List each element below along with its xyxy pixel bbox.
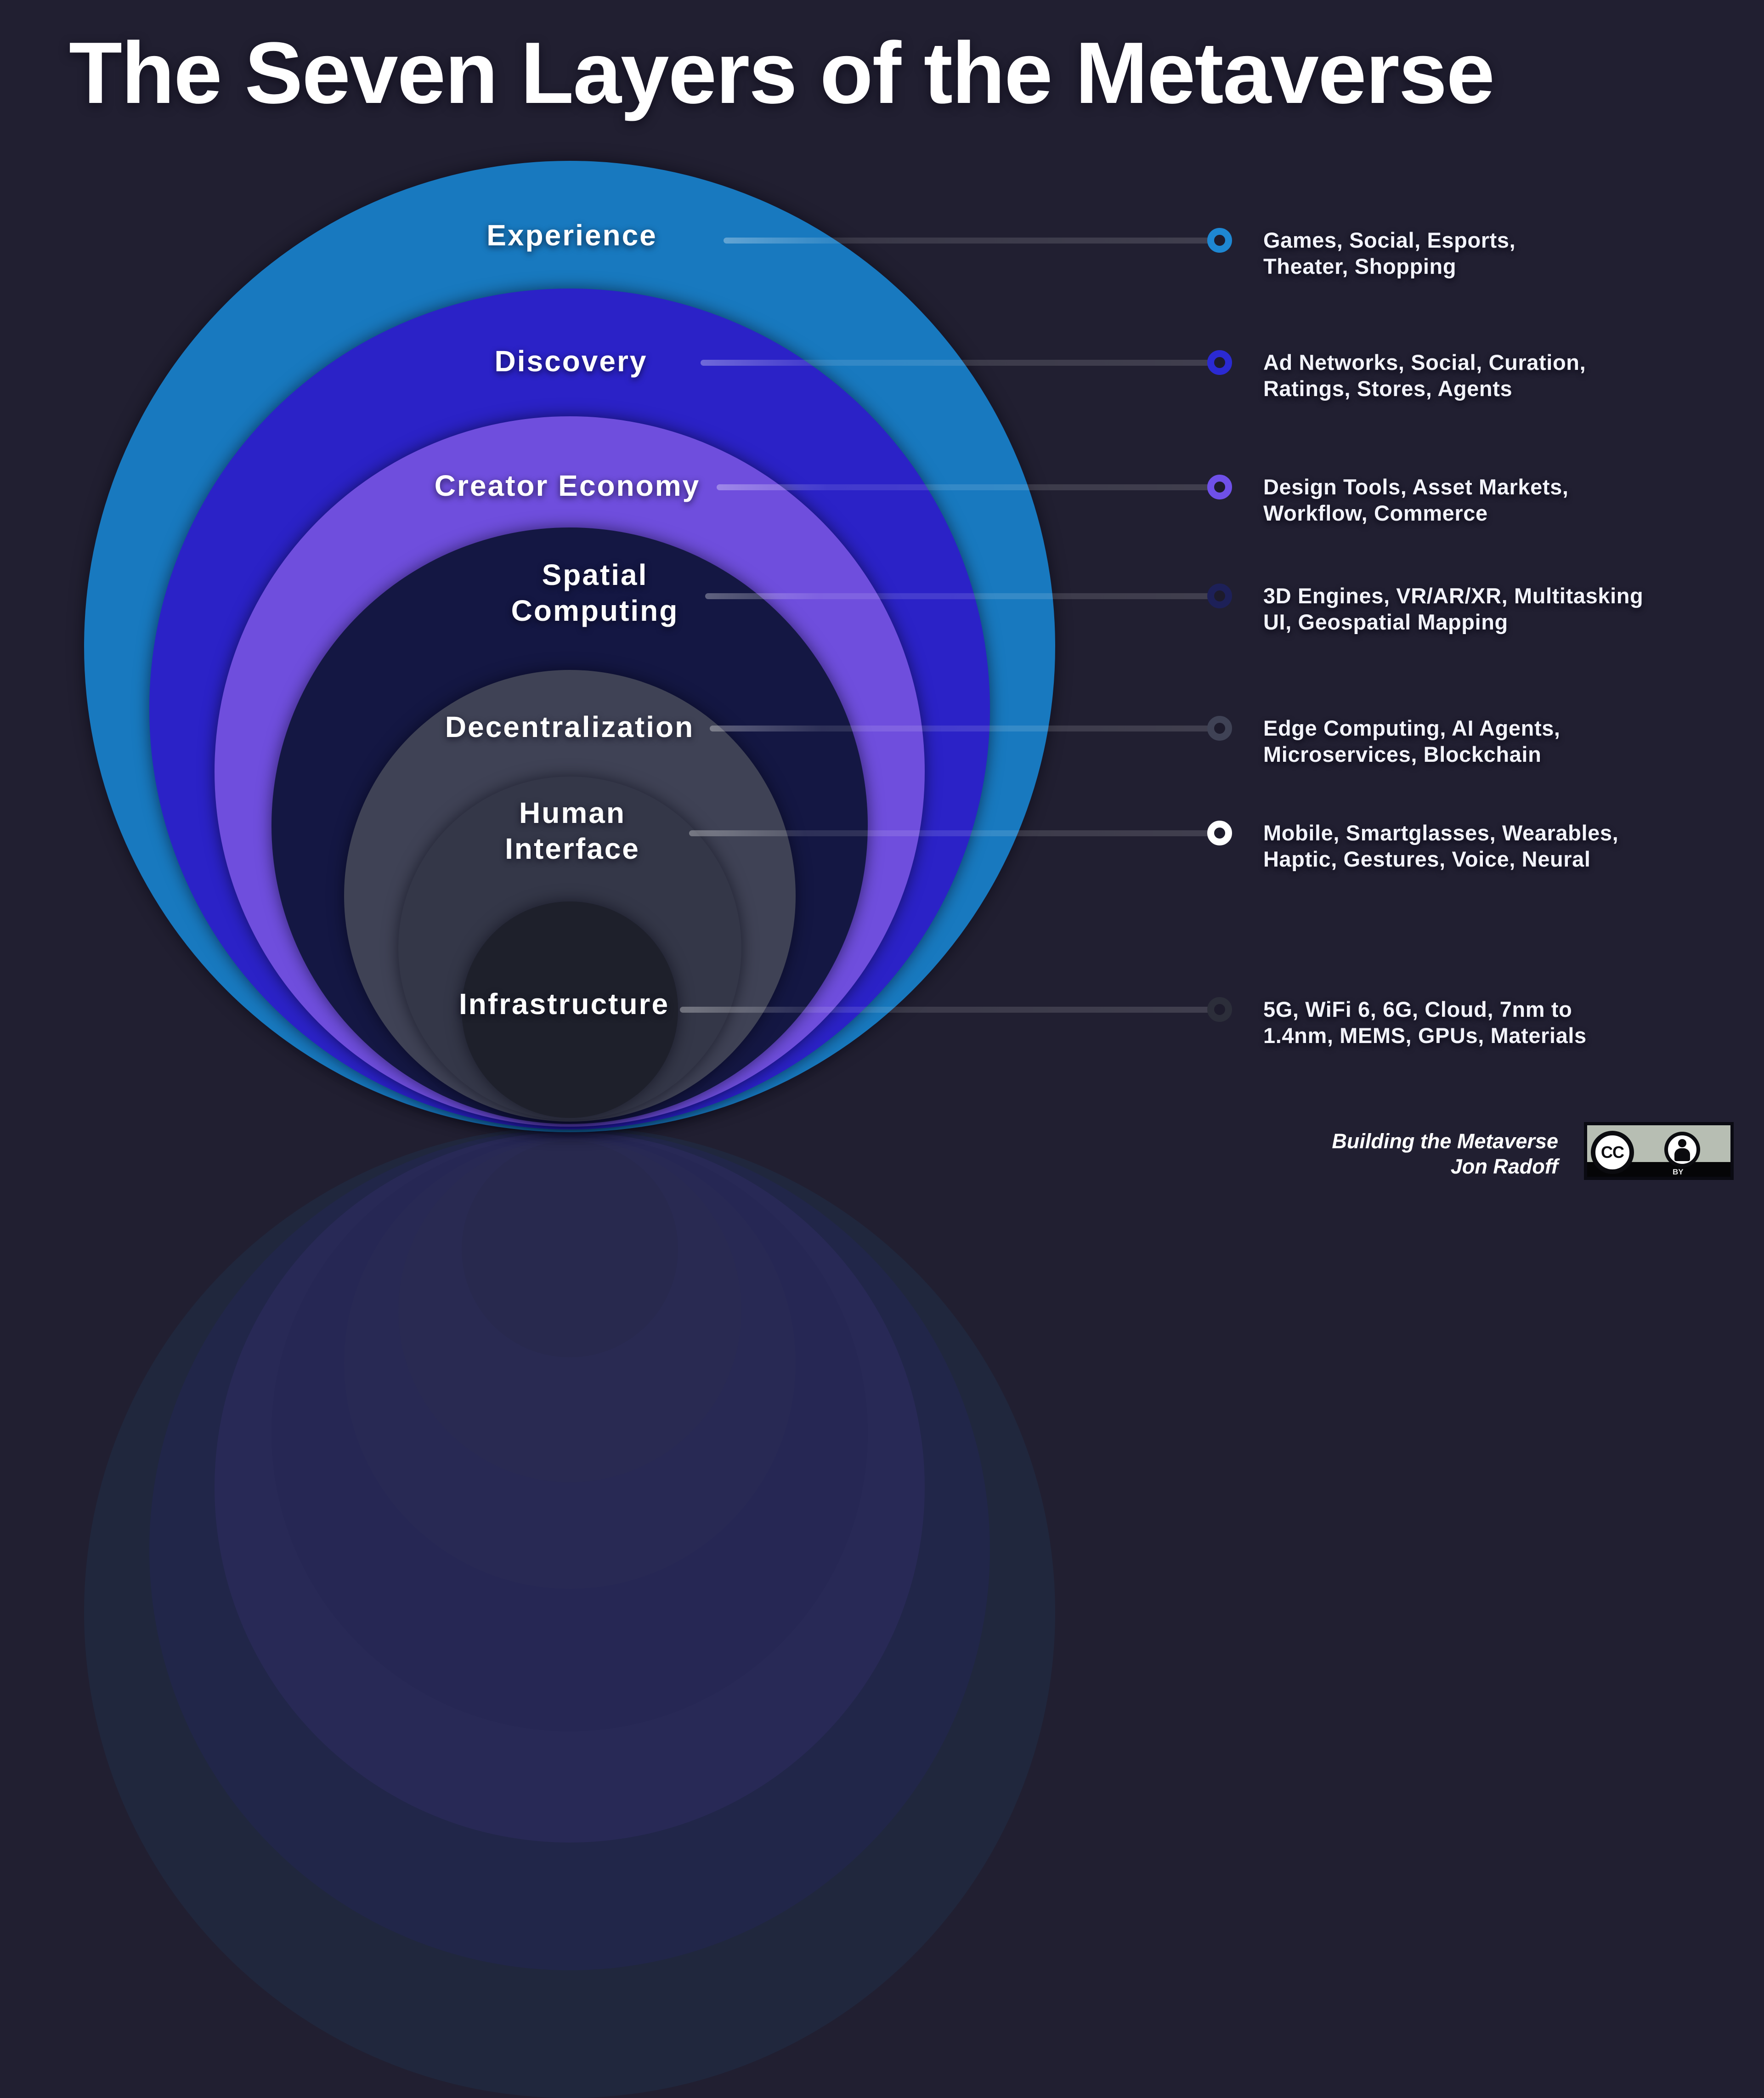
person-icon <box>1664 1132 1700 1168</box>
layer-label: Creator Economy <box>434 469 701 502</box>
credit-line-2: Jon Radoff <box>1450 1155 1558 1178</box>
attribution-label: BY <box>1673 1168 1684 1176</box>
cc-icon: CC <box>1591 1131 1634 1174</box>
credit-text: Building the Metaverse Jon Radoff <box>1332 1128 1558 1179</box>
leader-line <box>705 593 1220 599</box>
ring-marker <box>1207 350 1232 375</box>
layer-description: Edge Computing, AI Agents, Microservices… <box>1263 716 1560 766</box>
leader-line <box>701 360 1220 366</box>
infographic-canvas: The Seven Layers of the Metaverse Experi… <box>69 24 1734 2098</box>
leader-line <box>724 238 1220 244</box>
leader-line <box>689 830 1220 836</box>
layer-description: 5G, WiFi 6, 6G, Cloud, 7nm to 1.4nm, MEM… <box>1263 997 1587 1048</box>
leader-line <box>680 1007 1220 1013</box>
layer-description: Design Tools, Asset Markets, Workflow, C… <box>1263 475 1569 525</box>
ring-marker <box>1207 821 1232 845</box>
layer-label: Infrastructure <box>458 987 670 1021</box>
ring-marker <box>1207 716 1232 741</box>
layer-label: Decentralization <box>445 710 695 743</box>
layer-circle-reflection <box>461 1141 678 1357</box>
ring-marker <box>1207 997 1232 1022</box>
layer-circle-infrastructure <box>461 902 678 1118</box>
layer-label: Spatial Computing <box>511 558 679 627</box>
person-icon-head <box>1678 1139 1686 1147</box>
ring-marker <box>1207 584 1232 608</box>
leader-line <box>717 484 1220 490</box>
page-title: The Seven Layers of the Metaverse <box>69 24 1495 122</box>
ring-marker <box>1207 475 1232 499</box>
person-icon-body <box>1674 1148 1690 1161</box>
leader-line <box>710 726 1220 731</box>
layer-description: Mobile, Smartglasses, Wearables, Haptic,… <box>1263 821 1619 871</box>
layer-description: Games, Social, Esports, Theater, Shoppin… <box>1263 228 1516 278</box>
layer-label: Discovery <box>494 345 648 378</box>
cc-license-badge: CC BY <box>1584 1122 1734 1180</box>
layer-label: Experience <box>486 219 657 252</box>
layer-description: Ad Networks, Social, Curation, Ratings, … <box>1263 350 1586 401</box>
credit-line-1: Building the Metaverse <box>1332 1129 1558 1153</box>
ring-marker <box>1207 228 1232 253</box>
layer-label: Human Interface <box>505 796 640 865</box>
layer-description: 3D Engines, VR/AR/XR, Multitasking UI, G… <box>1263 584 1644 634</box>
